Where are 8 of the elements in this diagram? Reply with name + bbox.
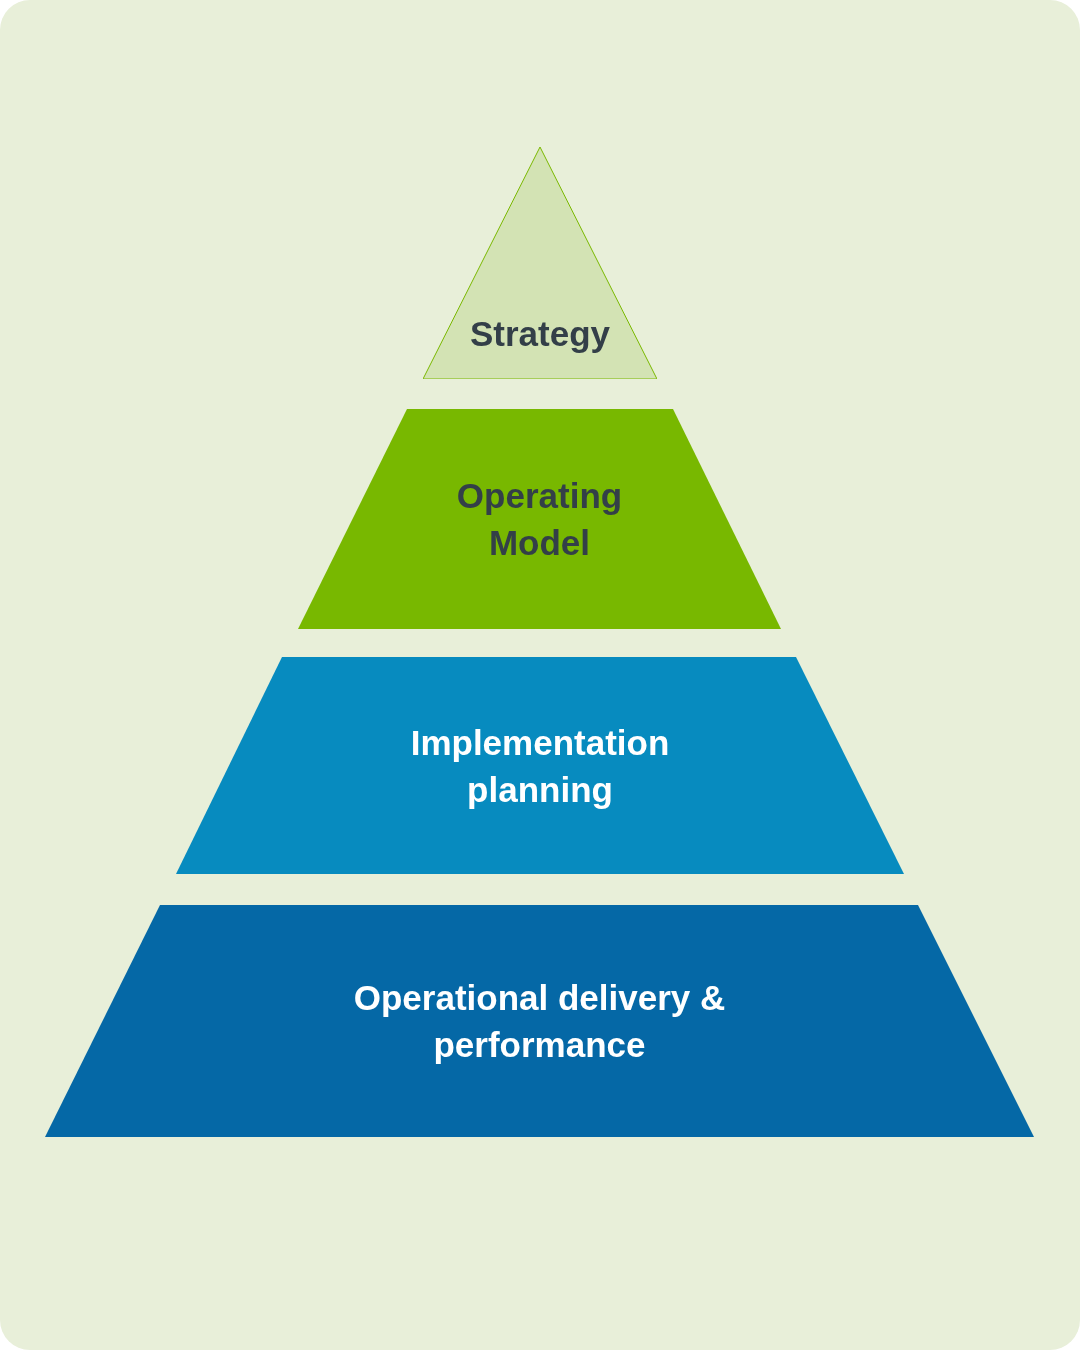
tier-label: Operating Model bbox=[455, 475, 624, 564]
pyramid-tier bbox=[45, 905, 1034, 1137]
pyramid-apex-triangle bbox=[423, 147, 657, 379]
tier-label: Implementation planning bbox=[409, 721, 671, 811]
tier-label: Strategy bbox=[468, 312, 612, 355]
pyramid-tier bbox=[176, 657, 904, 874]
pyramid-tier bbox=[298, 409, 781, 629]
tier-label: Operational delivery & performance bbox=[352, 977, 727, 1066]
